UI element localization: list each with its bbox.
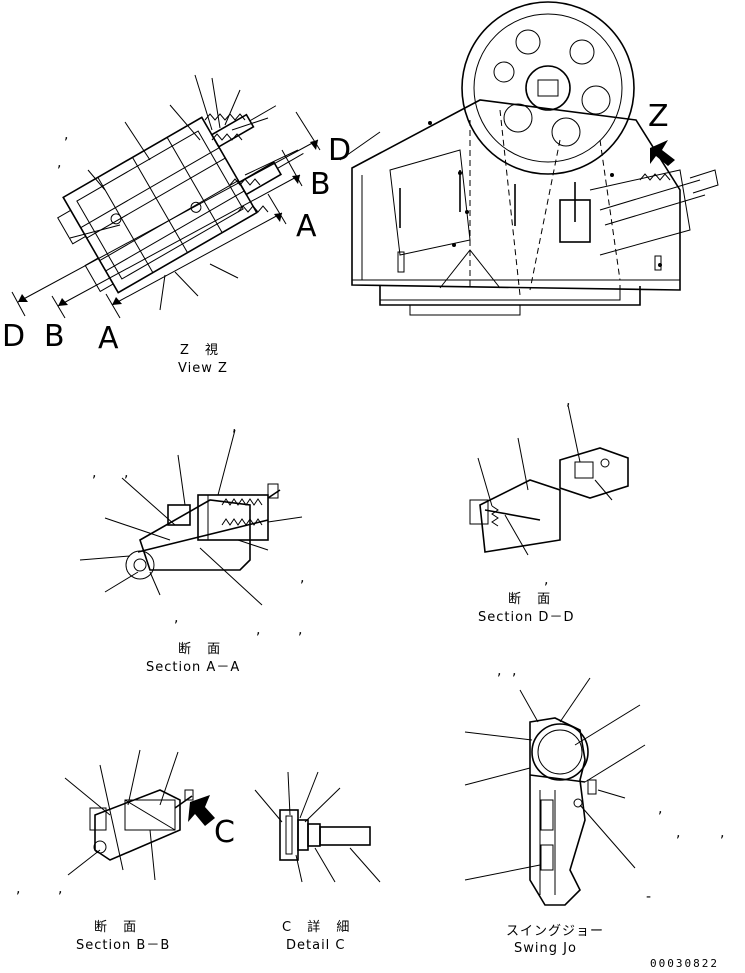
crusher-main-view — [339, 1, 719, 316]
main-label-b: B — [310, 167, 331, 202]
callout-comma: , — [58, 881, 63, 897]
main-label-a: A — [296, 209, 317, 244]
view-z-caption-en: View Z — [178, 361, 228, 376]
callout-comma: , — [256, 622, 261, 638]
view-z-caption-jp: Z 視 — [180, 343, 225, 358]
main-label-z: Z — [648, 99, 669, 134]
callout-dash: - — [646, 889, 652, 905]
callout-comma: , — [300, 570, 305, 586]
view-z-label-d: D — [2, 319, 26, 354]
detail-c-caption-en: Detail C — [286, 938, 346, 953]
detail-c-caption-jp: C 詳 細 — [282, 920, 356, 935]
section-b-b-caption-en: Section B－B — [76, 938, 171, 953]
callout-comma: , — [497, 663, 502, 679]
view-z-assembly — [57, 105, 304, 294]
callout-comma: , — [92, 465, 97, 481]
section-b-b-caption-jp: 断 面 — [94, 920, 143, 935]
callout-comma: , — [57, 155, 62, 171]
dim-a-view-z — [111, 212, 283, 306]
callout-comma: , — [232, 419, 237, 435]
callout-comma: , — [298, 622, 303, 638]
swing-jaw-caption-en: Swing Jo — [514, 941, 577, 956]
section-b-b-drawing — [64, 749, 194, 881]
view-z-arrow — [650, 140, 675, 166]
section-d-d-caption-jp: 断 面 — [508, 592, 557, 607]
section-a-a-caption-jp: 断 面 — [178, 642, 227, 657]
section-a-a-drawing — [79, 429, 303, 606]
section-d-d-caption-en: Section D－D — [478, 610, 575, 625]
main-label-d: D — [328, 133, 352, 168]
detail-c-drawing — [254, 771, 381, 883]
view-c-arrow — [188, 795, 215, 826]
section-d-d-drawing — [469, 404, 629, 556]
callout-comma: , — [676, 825, 681, 841]
callout-comma: , — [566, 393, 571, 409]
document-number: 00030822 — [650, 957, 719, 970]
dim-b-view-z — [57, 174, 301, 307]
callout-comma: , — [512, 663, 517, 679]
section-a-a-caption-en: Section A－A — [146, 660, 241, 675]
view-z-label-b: B — [44, 319, 65, 354]
swing-jaw-drawing — [464, 677, 646, 906]
view-z-label-a: A — [98, 321, 119, 356]
callout-comma: , — [124, 465, 129, 481]
callout-comma: , — [544, 572, 549, 588]
section-b-b-label-c: C — [214, 815, 235, 850]
dim-d-view-z — [17, 139, 319, 303]
callout-comma: , — [16, 881, 21, 897]
callout-comma: , — [658, 801, 663, 817]
callout-comma: , — [720, 825, 725, 841]
callout-comma: , — [174, 610, 179, 626]
callout-comma: , — [64, 127, 69, 143]
swing-jaw-caption-jp: スイングジョー — [506, 924, 605, 939]
spring-1 — [204, 113, 246, 121]
